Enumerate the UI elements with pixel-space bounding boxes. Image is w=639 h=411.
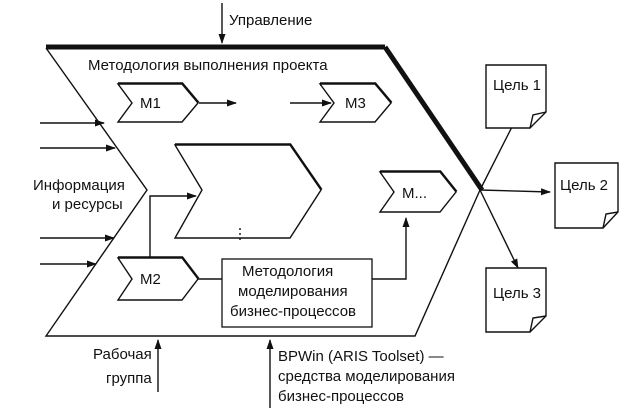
inner-title: Методология выполнения проекта — [88, 57, 328, 74]
process-m-more-label: М... — [402, 185, 427, 202]
goal-2-document: Цель 2 — [554, 162, 619, 229]
process-m2-label: М2 — [140, 271, 161, 288]
inputs-label-line-1: Информация — [33, 177, 125, 194]
output-arrows — [479, 114, 551, 269]
project-chevron — [44, 44, 485, 337]
process-main — [173, 143, 323, 239]
flow-arrow-m2-to-main — [149, 192, 197, 258]
inputs-label-line-2: и ресурсы — [52, 196, 123, 213]
process-m2: М2 — [116, 256, 200, 301]
goal-2-label: Цель 2 — [560, 177, 608, 194]
method-line-3: бизнес-процессов — [230, 303, 356, 320]
goal-1-document: Цель 1 — [485, 64, 547, 129]
modeling-methodology-box: Методология моделирования бизнес-процесс… — [221, 258, 373, 328]
right-shadow-edge — [382, 45, 485, 192]
goal-3-label: Цель 3 — [493, 285, 541, 302]
method-line-2: моделирования — [238, 283, 348, 300]
goal-1-label: Цель 1 — [493, 77, 541, 94]
method-to-m-more-arrow — [361, 217, 410, 280]
tools-label-line-1: BPWin (ARIS Toolset) — — [278, 348, 444, 365]
tools-label-line-3: бизнес-процессов — [278, 388, 404, 405]
process-m1: М1 — [116, 82, 200, 123]
process-m-more: М... — [378, 170, 458, 213]
control-label: Управление — [229, 12, 312, 29]
mechanism-team-arrow: Рабочая группа — [93, 339, 162, 392]
tools-label-line-2: средства моделирования — [278, 368, 455, 385]
input-arrows — [40, 119, 116, 268]
goal-3-document: Цель 3 — [485, 267, 547, 333]
process-m3: М3 — [318, 82, 393, 123]
process-m1-label: М1 — [140, 95, 161, 112]
team-label-line-1: Рабочая — [93, 346, 152, 363]
mechanism-tools-arrow: BPWin (ARIS Toolset) — средства моделиро… — [266, 339, 455, 408]
process-m3-label: М3 — [345, 95, 366, 112]
team-label-line-2: группа — [106, 370, 152, 387]
method-line-1: Методология — [242, 263, 333, 280]
control-arrow: Управление — [218, 3, 312, 44]
